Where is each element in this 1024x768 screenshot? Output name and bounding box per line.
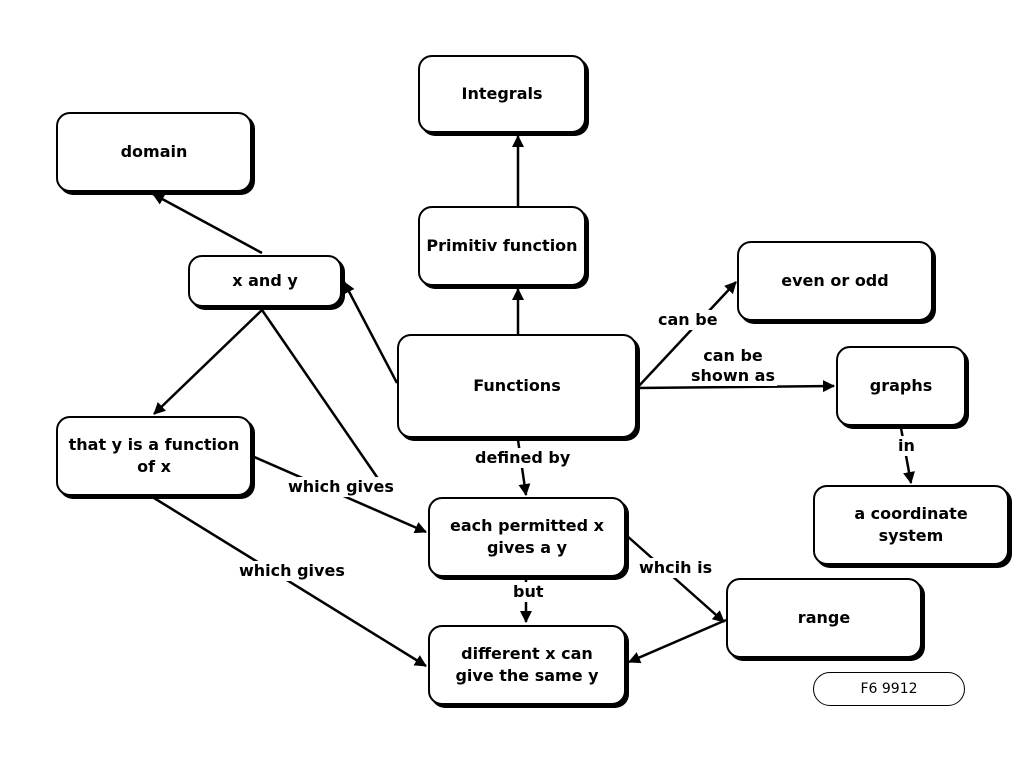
edge-eachx-range [625,534,725,623]
node-thaty: that y is a function of x [56,416,252,496]
edge-label-eachx-range: whcih is [637,558,715,578]
node-graphs: graphs [836,346,966,426]
figure-code-badge: F6 9912 [813,672,965,706]
node-domain: domain [56,112,252,192]
edge-range-different [628,618,727,664]
edge-functions-graphs [636,380,835,393]
edge-xandy-domain [152,192,263,255]
edge-xandy-eachx [260,309,392,497]
edge-functions-evenodd [636,281,737,389]
edge-label-functions-graphs: can be shown as [689,346,777,386]
edge-label-thaty-eachx: which gives [286,477,396,497]
edge-label-functions-eachx: defined by [473,448,573,468]
edge-functions-xandy [342,281,399,384]
node-eachx: each permitted x gives a y [428,497,626,577]
edge-label-eachx-different: but [511,582,546,602]
edge-xandy-thaty [153,309,263,415]
edge-label-functions-evenodd: can be [656,310,720,330]
node-coord: a coordinate system [813,485,1009,565]
node-range: range [726,578,922,658]
edge-thaty-different [153,496,427,668]
node-functions: Functions [397,334,637,438]
node-xandy: x and y [188,255,342,307]
edge-label-thaty-different: which gives [237,561,347,581]
edge-label-graphs-coord: in [896,436,917,456]
node-evenodd: even or odd [737,241,933,321]
node-different: different x can give the same y [428,625,626,705]
node-primitive: Primitiv function [418,206,586,286]
node-integrals: Integrals [418,55,586,133]
